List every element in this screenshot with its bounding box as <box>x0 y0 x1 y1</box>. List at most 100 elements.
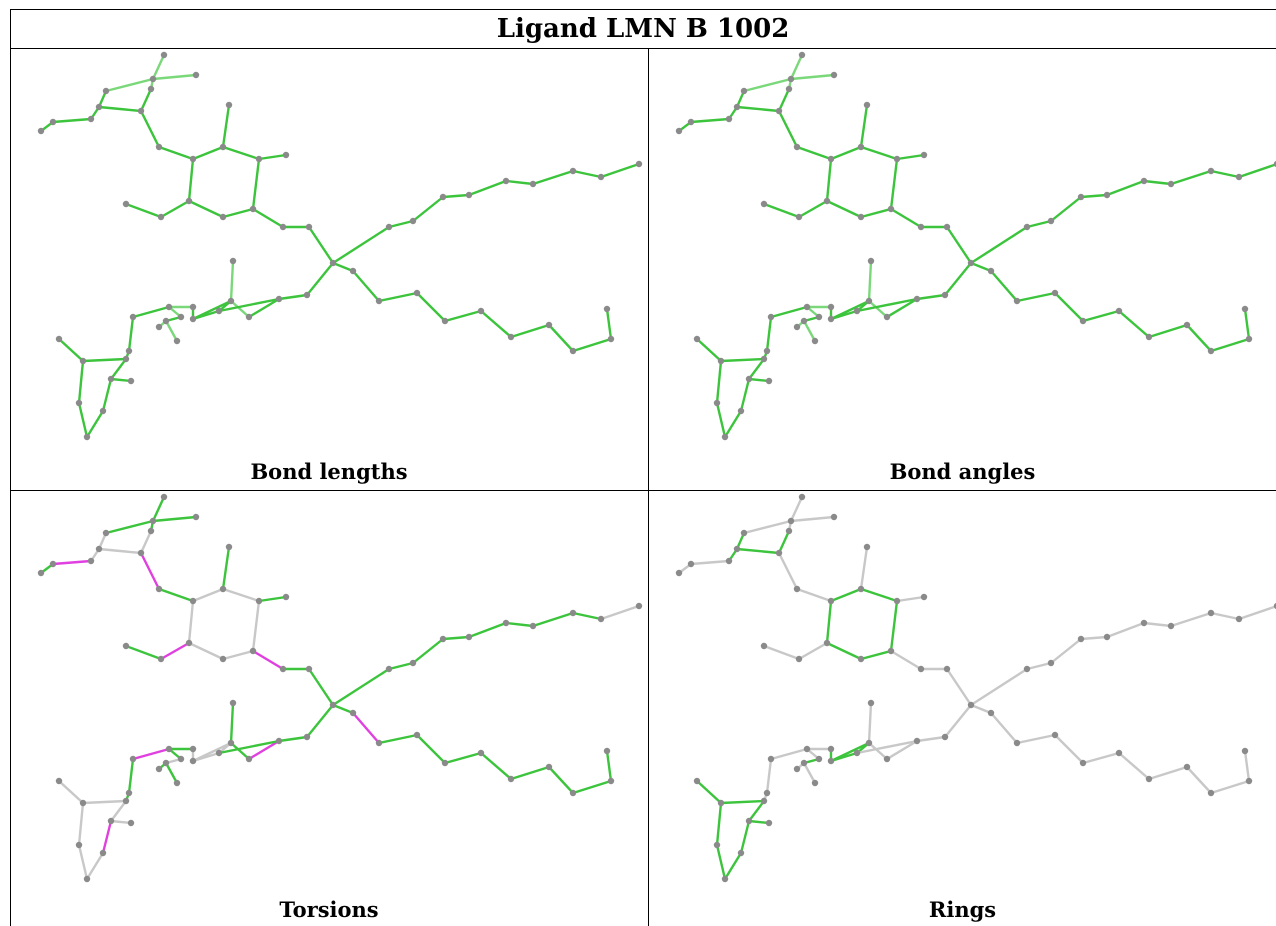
atom-57 <box>721 875 729 883</box>
atom-15 <box>255 155 263 163</box>
atom-2 <box>149 517 157 525</box>
bond-25 <box>307 225 335 265</box>
atom-10 <box>37 569 45 577</box>
atom-57 <box>721 433 729 441</box>
atom-27 <box>409 217 417 225</box>
atom-47 <box>793 765 801 773</box>
bond-64 <box>1117 309 1151 339</box>
atom-9 <box>687 118 695 126</box>
atom-61 <box>477 307 485 315</box>
atom-46 <box>173 337 181 345</box>
atom-48 <box>767 313 775 321</box>
atom-66 <box>1241 305 1249 313</box>
atom-66 <box>603 305 611 313</box>
caption-torsions: Torsions <box>279 897 379 922</box>
atom-20 <box>795 655 803 663</box>
atom-55 <box>713 399 721 407</box>
atom-57 <box>83 875 91 883</box>
bond-27 <box>969 667 1029 707</box>
atom-39 <box>867 257 875 265</box>
atom-58 <box>1013 739 1021 747</box>
atom-11 <box>793 585 801 593</box>
bond-50 <box>127 315 135 353</box>
atom-49 <box>125 789 133 797</box>
bond-13 <box>191 587 225 603</box>
bond-18 <box>859 207 893 219</box>
bond-57 <box>715 401 727 439</box>
bond-61 <box>377 291 419 303</box>
bond-39 <box>867 299 889 319</box>
atom-9 <box>49 118 57 126</box>
atom-53 <box>107 817 115 825</box>
bond-16 <box>895 153 926 161</box>
atom-12 <box>863 101 871 109</box>
bond-64 <box>1117 751 1151 781</box>
bond-14 <box>221 103 231 149</box>
atom-3 <box>830 513 838 521</box>
bond-66 <box>547 765 575 795</box>
atom-60 <box>441 317 449 325</box>
atom-10 <box>37 127 45 135</box>
atom-32 <box>569 167 577 175</box>
bond-58 <box>85 851 105 881</box>
atom-24 <box>967 701 975 709</box>
panel-torsions: Torsions <box>11 491 647 926</box>
bond-66 <box>1185 323 1213 353</box>
atom-47 <box>155 765 163 773</box>
bond-54 <box>109 357 128 381</box>
atom-17 <box>823 197 831 205</box>
atom-26 <box>1023 665 1031 673</box>
atom-7 <box>137 107 145 115</box>
atom-19 <box>887 205 895 213</box>
bond-29 <box>1049 195 1083 223</box>
bond-22 <box>762 202 801 219</box>
bond-36 <box>943 703 973 739</box>
atom-34 <box>635 602 643 610</box>
bond-14 <box>859 103 869 149</box>
bond-70 <box>217 297 281 313</box>
bond-19 <box>187 641 225 661</box>
bond-52 <box>81 799 128 805</box>
bond-32 <box>1142 621 1173 628</box>
atom-18 <box>857 213 865 221</box>
bond-2 <box>151 73 198 81</box>
atom-66 <box>603 747 611 755</box>
atom-50 <box>122 797 130 805</box>
atom-65 <box>607 777 615 785</box>
atom-13 <box>189 597 197 605</box>
atom-8 <box>725 557 733 565</box>
atom-60 <box>441 759 449 767</box>
atom-3 <box>192 513 200 521</box>
bond-63 <box>443 309 483 323</box>
bond-35 <box>599 162 641 179</box>
bond-1 <box>151 53 166 81</box>
bond-66 <box>1185 765 1213 795</box>
atom-32 <box>1207 167 1215 175</box>
atom-60 <box>1079 759 1087 767</box>
atom-57 <box>83 433 91 441</box>
atom-14 <box>219 585 227 593</box>
bond-39 <box>867 741 889 761</box>
atom-34 <box>1273 160 1276 168</box>
panel-bond-angles: Bond angles <box>649 49 1276 489</box>
atom-44 <box>177 313 185 321</box>
atom-29 <box>1103 633 1111 641</box>
atom-50 <box>760 355 768 363</box>
atom-21 <box>122 200 130 208</box>
bond-26 <box>331 703 355 715</box>
atom-6 <box>95 103 103 111</box>
atom-26 <box>385 223 393 231</box>
atom-62 <box>1145 775 1153 783</box>
atom-2 <box>149 75 157 83</box>
atom-31 <box>1167 622 1175 630</box>
atom-63 <box>1183 321 1191 329</box>
atom-45 <box>800 759 808 767</box>
bond-23 <box>251 207 285 229</box>
atom-47 <box>793 323 801 331</box>
atom-29 <box>1103 191 1111 199</box>
bond-34 <box>571 611 603 621</box>
bond-50 <box>765 757 773 795</box>
atom-54 <box>127 819 135 827</box>
bond-57 <box>77 401 89 439</box>
atom-22 <box>917 665 925 673</box>
